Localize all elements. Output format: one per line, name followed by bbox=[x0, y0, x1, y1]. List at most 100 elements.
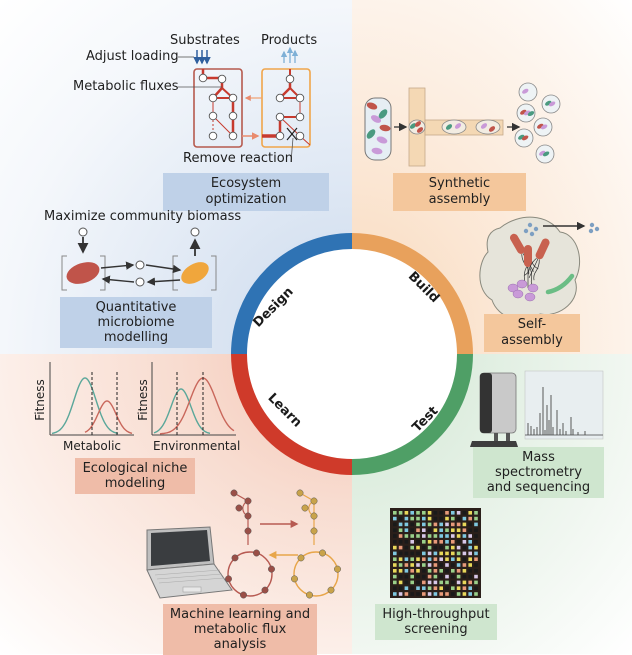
flux-node bbox=[319, 549, 326, 557]
caption-line: and sequencing bbox=[486, 480, 591, 495]
screening-well bbox=[393, 569, 397, 573]
screening-well bbox=[451, 545, 455, 550]
screening-well bbox=[462, 586, 467, 590]
screening-well bbox=[393, 574, 397, 579]
screening-well bbox=[427, 540, 432, 544]
screening-well bbox=[451, 586, 455, 590]
screening-well bbox=[410, 574, 414, 579]
fitness-axis-label-right: Fitness bbox=[136, 379, 150, 421]
cell-icon bbox=[522, 88, 529, 94]
ecosystem-optimization-caption: Ecosystem optimization bbox=[163, 173, 329, 211]
screening-well bbox=[410, 516, 414, 521]
screening-well bbox=[433, 511, 438, 515]
screening-well bbox=[427, 580, 432, 585]
screening-well bbox=[451, 580, 455, 585]
screening-well bbox=[410, 540, 414, 544]
screening-well bbox=[451, 551, 455, 556]
screening-well bbox=[416, 569, 420, 573]
screening-well bbox=[433, 540, 438, 544]
flux-node bbox=[244, 512, 252, 520]
screening-well bbox=[422, 586, 426, 590]
screening-well bbox=[474, 551, 478, 556]
screening-well bbox=[410, 511, 414, 515]
screening-well bbox=[416, 534, 420, 538]
screening-well bbox=[433, 522, 438, 527]
screening-well bbox=[398, 551, 403, 556]
screening-well bbox=[474, 534, 478, 538]
flux-node bbox=[240, 591, 247, 599]
flux-node bbox=[225, 575, 232, 583]
mass-spectrum-plot bbox=[524, 370, 604, 440]
screening-well bbox=[416, 580, 420, 585]
screening-well bbox=[416, 574, 420, 579]
screening-well bbox=[445, 569, 449, 573]
screening-well bbox=[456, 534, 461, 538]
screening-well bbox=[462, 569, 467, 573]
maximize-biomass-label: Maximize community biomass bbox=[44, 209, 242, 224]
cell-icon bbox=[521, 135, 529, 141]
bacterium-icon bbox=[523, 238, 550, 281]
screening-well bbox=[456, 574, 461, 579]
screening-well bbox=[410, 557, 414, 561]
screening-well bbox=[468, 534, 472, 538]
flux-node bbox=[306, 591, 313, 599]
screening-well bbox=[462, 563, 467, 567]
screening-well bbox=[427, 569, 432, 573]
screening-well bbox=[462, 516, 467, 521]
flux-node bbox=[231, 554, 239, 562]
screening-well bbox=[439, 592, 443, 596]
screening-well bbox=[393, 557, 397, 561]
flux-node bbox=[327, 586, 335, 594]
screening-well bbox=[474, 557, 478, 561]
caption-line: screening bbox=[404, 622, 468, 637]
flux-node bbox=[268, 565, 275, 573]
cell-icon bbox=[540, 124, 548, 130]
screening-well bbox=[393, 511, 397, 515]
screening-well bbox=[427, 511, 432, 515]
screening-well bbox=[416, 516, 420, 521]
cell-icon bbox=[366, 102, 378, 110]
screening-well bbox=[410, 528, 414, 532]
microarray-plate-icon bbox=[390, 508, 481, 598]
machine-learning-caption: Machine learning and metabolic flux anal… bbox=[163, 604, 317, 655]
caption-line: modeling bbox=[104, 476, 166, 491]
screening-well bbox=[456, 516, 461, 521]
screening-well bbox=[422, 511, 426, 515]
screening-well bbox=[422, 528, 426, 532]
screening-well bbox=[422, 580, 426, 585]
flux-node bbox=[235, 504, 243, 512]
screening-well bbox=[427, 551, 432, 556]
cell-icon bbox=[378, 109, 388, 119]
screening-well bbox=[393, 545, 397, 550]
metabolic-axis-label: Metabolic bbox=[63, 439, 122, 453]
screening-well bbox=[439, 551, 443, 556]
screening-well bbox=[422, 569, 426, 573]
screening-well bbox=[439, 574, 443, 579]
orange-strain-cell-icon bbox=[181, 262, 209, 284]
screening-well bbox=[462, 540, 467, 544]
cell-icon bbox=[527, 111, 535, 117]
synthetic-assembly-caption: Synthetic assembly bbox=[393, 173, 526, 211]
screening-well bbox=[398, 574, 403, 579]
screening-well bbox=[404, 592, 409, 596]
screening-well bbox=[456, 540, 461, 544]
screening-well bbox=[427, 534, 432, 538]
flux-cycle bbox=[227, 551, 273, 597]
ring-center bbox=[239, 241, 465, 467]
ring-segment-learn bbox=[231, 353, 353, 475]
screening-well bbox=[462, 592, 467, 596]
screening-well bbox=[468, 545, 472, 550]
screening-well bbox=[427, 574, 432, 579]
caption-line: microbiome modelling bbox=[97, 315, 175, 345]
cell-icon bbox=[445, 124, 453, 130]
red-strain-cell-icon bbox=[66, 262, 100, 284]
screening-well bbox=[451, 557, 455, 561]
flux-node bbox=[334, 565, 341, 573]
screening-well bbox=[433, 569, 438, 573]
environmental-axis-label: Environmental bbox=[153, 439, 241, 453]
screening-well bbox=[404, 551, 409, 556]
laptop-icon bbox=[146, 526, 233, 599]
screening-well bbox=[393, 592, 397, 596]
screening-well bbox=[445, 574, 449, 579]
screening-well bbox=[416, 540, 420, 544]
